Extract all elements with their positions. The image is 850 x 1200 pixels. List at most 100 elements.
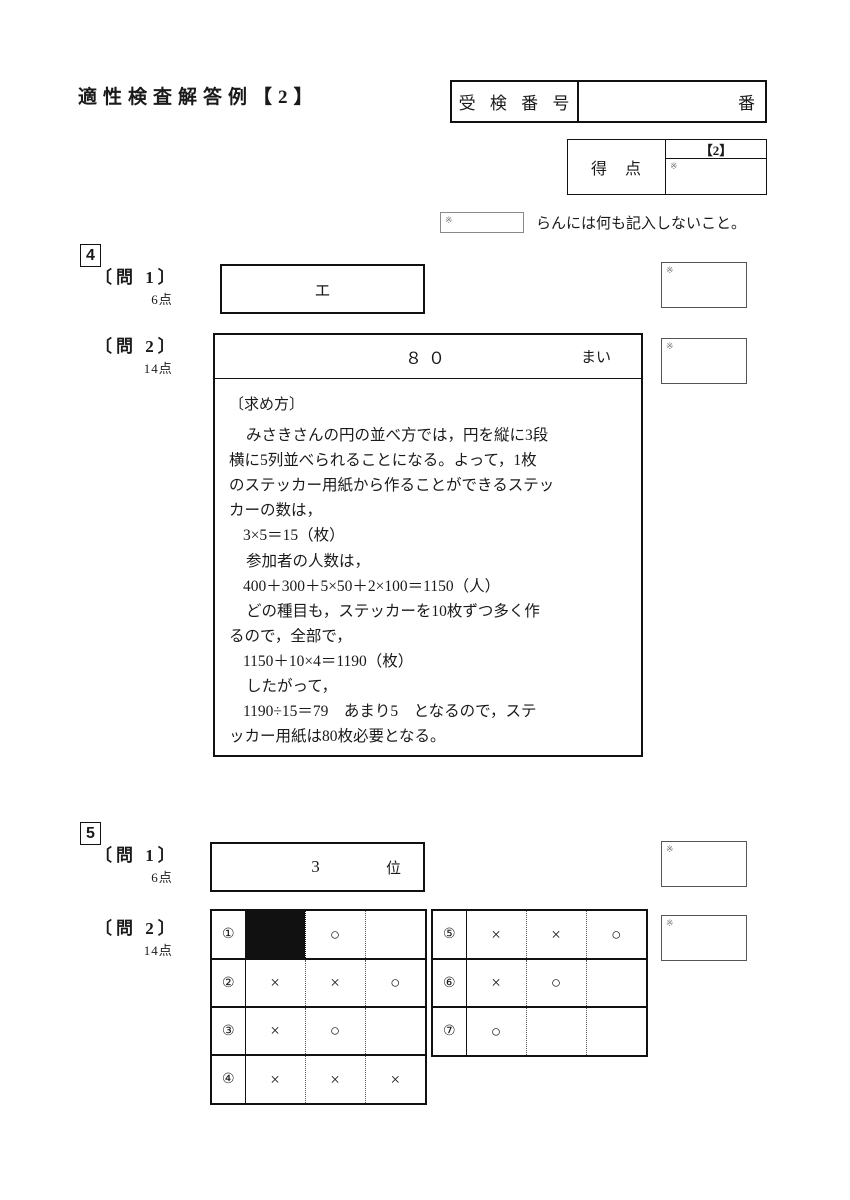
question-title: 〔問 2〕 — [95, 337, 179, 356]
table-row: ⑤××○ — [433, 911, 646, 959]
answer-unit: まい — [580, 350, 611, 366]
exam-number-unit: 番 — [738, 94, 755, 113]
circle-icon[interactable]: ○ — [466, 1007, 527, 1055]
method-line: のステッカー用紙から作ることができるステッ — [229, 477, 555, 495]
method-line: したがって， — [246, 678, 338, 696]
answer-box-4-1[interactable]: エ — [220, 264, 425, 314]
cross-icon[interactable]: × — [305, 959, 366, 1007]
score-column-header: 【2】 — [666, 140, 766, 159]
section-number-5: 5 — [80, 822, 101, 845]
star-icon: ※ — [666, 844, 674, 854]
ox-table-left[interactable]: ①○②××○③×○④××× — [210, 909, 427, 1105]
question-label-4-1: 〔問 1〕 6点 — [95, 263, 179, 308]
page-title: 適性検査解答例【2】 — [78, 87, 319, 108]
circle-icon[interactable]: ○ — [305, 911, 366, 959]
score-mark-box-5-1[interactable]: ※ — [661, 841, 747, 887]
circle-icon[interactable]: ○ — [526, 959, 587, 1007]
answer-unit: 位 — [385, 860, 401, 877]
question-points: 14点 — [143, 943, 173, 958]
circle-icon[interactable]: ○ — [305, 1007, 366, 1055]
question-title: 〔問 2〕 — [95, 919, 179, 938]
answer-box-4-2: ８０ まい 〔求め方〕 みさきさんの円の並べ方では，円を縦に3段横に5列並べられ… — [213, 333, 643, 757]
row-number: ⑤ — [433, 911, 467, 959]
table-row: ②××○ — [212, 959, 425, 1007]
question-title: 〔問 1〕 — [95, 846, 179, 865]
cross-icon[interactable]: × — [466, 911, 527, 959]
exam-number-field[interactable]: 番 — [579, 82, 765, 121]
section-number-4: 4 — [80, 244, 101, 267]
question-points: 14点 — [143, 361, 173, 376]
method-line: 参加者の人数は， — [246, 552, 371, 570]
ox-cell-empty[interactable] — [365, 911, 425, 959]
row-number: ③ — [212, 1007, 246, 1055]
question-label-5-1: 〔問 1〕 6点 — [95, 841, 179, 886]
score-box: 得 点 【2】 ※ — [567, 139, 767, 195]
star-icon: ※ — [445, 215, 453, 225]
ox-cell-empty[interactable] — [586, 959, 646, 1007]
cross-icon[interactable]: × — [526, 911, 587, 959]
note-sample-box: ※ — [440, 212, 524, 233]
ox-cell-filled[interactable] — [245, 911, 306, 959]
cross-icon[interactable]: × — [305, 1055, 366, 1103]
ox-cell-empty[interactable] — [586, 1007, 646, 1055]
method-line: どの種目も，ステッカーを10枚ずつ多く作 — [246, 602, 540, 620]
cross-icon[interactable]: × — [245, 1055, 306, 1103]
cross-icon[interactable]: × — [466, 959, 527, 1007]
star-icon: ※ — [666, 341, 674, 351]
method-line: 3×5＝15（枚） — [242, 527, 345, 545]
question-title: 〔問 1〕 — [95, 268, 179, 287]
table-row: ④××× — [212, 1055, 425, 1103]
note-row: ※ らんには何も記入しないこと。 — [440, 212, 746, 233]
ox-cell-empty[interactable] — [526, 1007, 587, 1055]
ox-table-right[interactable]: ⑤××○⑥×○⑦○ — [431, 909, 648, 1057]
score-mark-box-4-2[interactable]: ※ — [661, 338, 747, 384]
cross-icon[interactable]: × — [245, 959, 306, 1007]
method-line: 1190÷15＝79 あまり5 となるので，ステ — [242, 703, 537, 721]
question-label-4-2: 〔問 2〕 14点 — [95, 332, 179, 377]
method-area[interactable]: 〔求め方〕 みさきさんの円の並べ方では，円を縦に3段横に5列並べられることになる… — [215, 379, 641, 755]
method-lines: みさきさんの円の並べ方では，円を縦に3段横に5列並べられることになる。よって，1… — [229, 423, 627, 749]
table-row: ①○ — [212, 911, 425, 959]
row-number: ② — [212, 959, 246, 1007]
method-line: るので，全部で， — [229, 627, 352, 645]
star-icon: ※ — [666, 265, 674, 275]
ox-grid: ①○②××○③×○④××× — [212, 911, 425, 1103]
question-points: 6点 — [151, 870, 173, 885]
method-line: カーの数は， — [229, 502, 323, 520]
answer-value: 3 — [311, 857, 324, 876]
row-number: ⑦ — [433, 1007, 467, 1055]
row-number: ① — [212, 911, 246, 959]
score-column: 【2】 ※ — [666, 140, 766, 194]
method-line: 横に5列並べられることになる。よって，1枚 — [229, 452, 537, 470]
exam-number-box: 受 検 番 号 番 — [450, 80, 767, 123]
method-line: みさきさんの円の並べ方では，円を縦に3段 — [246, 427, 549, 444]
circle-icon[interactable]: ○ — [390, 973, 401, 992]
answer-value: ８０ — [405, 349, 451, 368]
method-line: 1150＋10×4＝1190（枚） — [242, 652, 414, 670]
cross-icon[interactable]: × — [390, 1069, 401, 1089]
row-number: ⑥ — [433, 959, 467, 1007]
row-number: ④ — [212, 1055, 246, 1103]
table-row: ⑥×○ — [433, 959, 646, 1007]
score-entry-cell[interactable]: ※ — [666, 159, 766, 194]
method-line: 400＋300＋5×50＋2×100＝1150（人） — [242, 577, 501, 595]
ox-grid: ⑤××○⑥×○⑦○ — [433, 911, 646, 1055]
score-mark-box-4-1[interactable]: ※ — [661, 262, 747, 308]
method-title: 〔求め方〕 — [229, 397, 305, 413]
score-mark-box-5-2[interactable]: ※ — [661, 915, 747, 961]
score-label: 得 点 — [568, 140, 666, 194]
star-icon: ※ — [670, 161, 678, 171]
answer-value-row[interactable]: ８０ まい — [215, 335, 641, 379]
cross-icon[interactable]: × — [245, 1007, 306, 1055]
ox-cell-empty[interactable] — [365, 1007, 425, 1055]
table-row: ⑦○ — [433, 1007, 646, 1055]
table-row: ③×○ — [212, 1007, 425, 1055]
method-line: ッカー用紙は80枚必要となる。 — [229, 728, 446, 746]
exam-number-label: 受 検 番 号 — [452, 82, 579, 121]
question-points: 6点 — [151, 292, 173, 307]
note-text: らんには何も記入しないこと。 — [536, 216, 747, 232]
answer-box-5-1[interactable]: 3 位 — [210, 842, 425, 892]
circle-icon[interactable]: ○ — [611, 924, 622, 944]
answer-value: エ — [314, 283, 331, 300]
